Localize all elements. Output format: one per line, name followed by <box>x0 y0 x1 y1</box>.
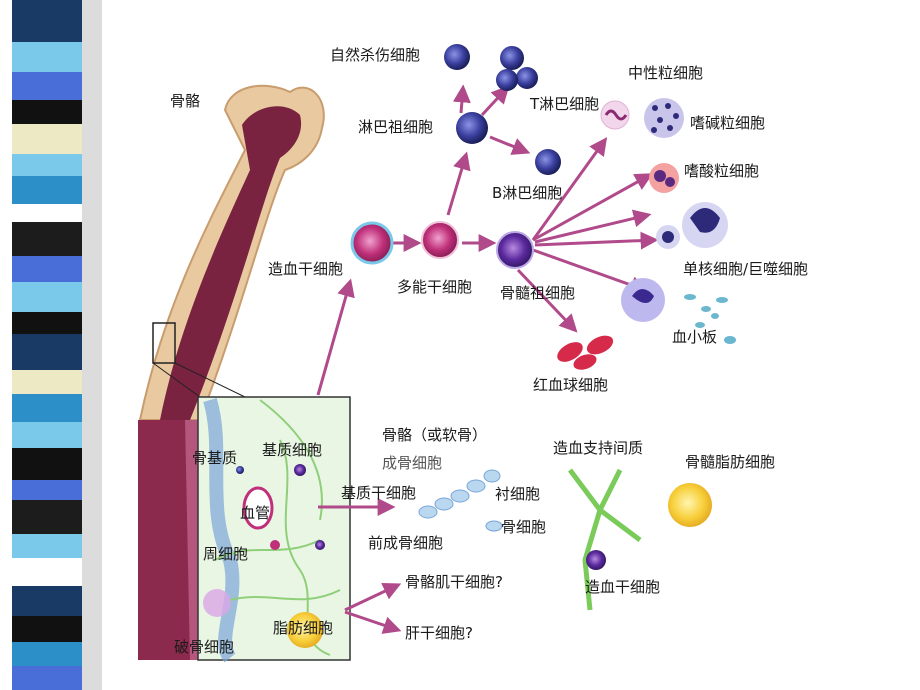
support-stroma <box>568 468 642 611</box>
myeloid-prog-cell <box>496 231 534 269</box>
label-mpp: 多能干细胞 <box>397 278 473 296</box>
marrow-adipocyte <box>668 483 712 527</box>
stripe-block <box>12 558 82 586</box>
label-msc: 基质干细胞 <box>341 484 417 502</box>
label-bone: 骨骼 <box>170 92 201 110</box>
adipocyte-shape <box>287 612 323 648</box>
label-neutrophil: 中性粒细胞 <box>628 64 704 82</box>
stripe-block <box>12 448 82 480</box>
rbc-shape <box>557 335 614 370</box>
lymph-prog-cell <box>456 112 488 144</box>
label-bone-matrix: 骨基质 <box>192 449 238 467</box>
label-basophil: 嗜碱粒细胞 <box>690 114 766 132</box>
stripe-block <box>12 666 82 690</box>
stripe-block <box>12 42 82 72</box>
label-rbc: 红血球细胞 <box>533 376 609 394</box>
stripe-block <box>12 176 82 204</box>
label-lymph-prog: 淋巴祖细胞 <box>358 118 434 136</box>
label-adipocyte: 脂肪细胞 <box>273 619 334 637</box>
stripe-block <box>12 586 82 616</box>
label-muscle-stem: 骨骼肌干细胞? <box>405 573 503 591</box>
stripe-block <box>12 124 82 154</box>
stripe-block <box>12 154 82 176</box>
label-vessel: 血管 <box>240 504 271 522</box>
stripe-block <box>12 480 82 500</box>
osteo-chain <box>418 469 503 532</box>
stripe-block <box>12 0 82 42</box>
osteoclast-shape <box>203 589 231 617</box>
stripe-block <box>12 222 82 256</box>
label-hematopoietic-support: 造血支持间质 <box>553 439 644 457</box>
label-eosinophil: 嗜酸粒细胞 <box>684 162 760 180</box>
stripe-block <box>12 422 82 448</box>
label-hsc: 造血干细胞 <box>268 260 344 278</box>
label-pericyte: 周细胞 <box>203 545 249 563</box>
label-marrow-adipocyte: 骨髓脂肪细胞 <box>685 453 776 471</box>
label-hsc2: 造血干细胞 <box>585 578 661 596</box>
stripe-block <box>12 642 82 666</box>
b-cell <box>535 149 561 175</box>
label-osteocyte: 骨细胞 <box>501 518 547 536</box>
stripe-block <box>12 534 82 558</box>
label-osteoblast: 成骨细胞 <box>382 454 443 472</box>
stripe-block <box>12 500 82 534</box>
stripe-block <box>12 394 82 422</box>
label-monocyte: 单核细胞/巨噬细胞 <box>683 260 809 278</box>
hsc-cell <box>350 221 394 265</box>
stripe-block <box>12 204 82 222</box>
stripe-block <box>12 312 82 334</box>
t-cell <box>496 69 518 91</box>
label-myeloid-prog: 骨髓祖细胞 <box>500 284 576 302</box>
label-bone-cartilage: 骨骼（或软骨） <box>382 426 488 444</box>
marrow-zoom-panel <box>197 396 351 663</box>
stripe-block <box>12 100 82 124</box>
stripe-block <box>12 282 82 312</box>
label-b-cell: B淋巴细胞 <box>492 184 563 202</box>
stripe-block <box>12 256 82 282</box>
label-t-cell: T淋巴细胞 <box>530 95 600 113</box>
label-liver-stem: 肝干细胞? <box>405 624 473 642</box>
vessel-shape <box>242 486 274 530</box>
nk-cell <box>444 44 470 70</box>
label-osteoclast: 破骨细胞 <box>174 638 235 656</box>
stripe-block <box>12 616 82 642</box>
cells <box>350 44 736 611</box>
label-stromal: 基质细胞 <box>262 441 323 459</box>
label-platelet: 血小板 <box>672 328 718 346</box>
stripe-block <box>12 370 82 394</box>
stripe-block <box>12 72 82 100</box>
label-nk: 自然杀伤细胞 <box>330 46 421 64</box>
platelets-shape <box>684 294 736 344</box>
stripe-block <box>12 334 82 370</box>
label-pre-osteoblast: 前成骨细胞 <box>368 534 444 552</box>
arrows <box>316 84 659 634</box>
mpp-cell <box>421 221 459 259</box>
label-lining-cell: 衬细胞 <box>495 485 541 503</box>
decorative-stripe <box>12 0 102 690</box>
